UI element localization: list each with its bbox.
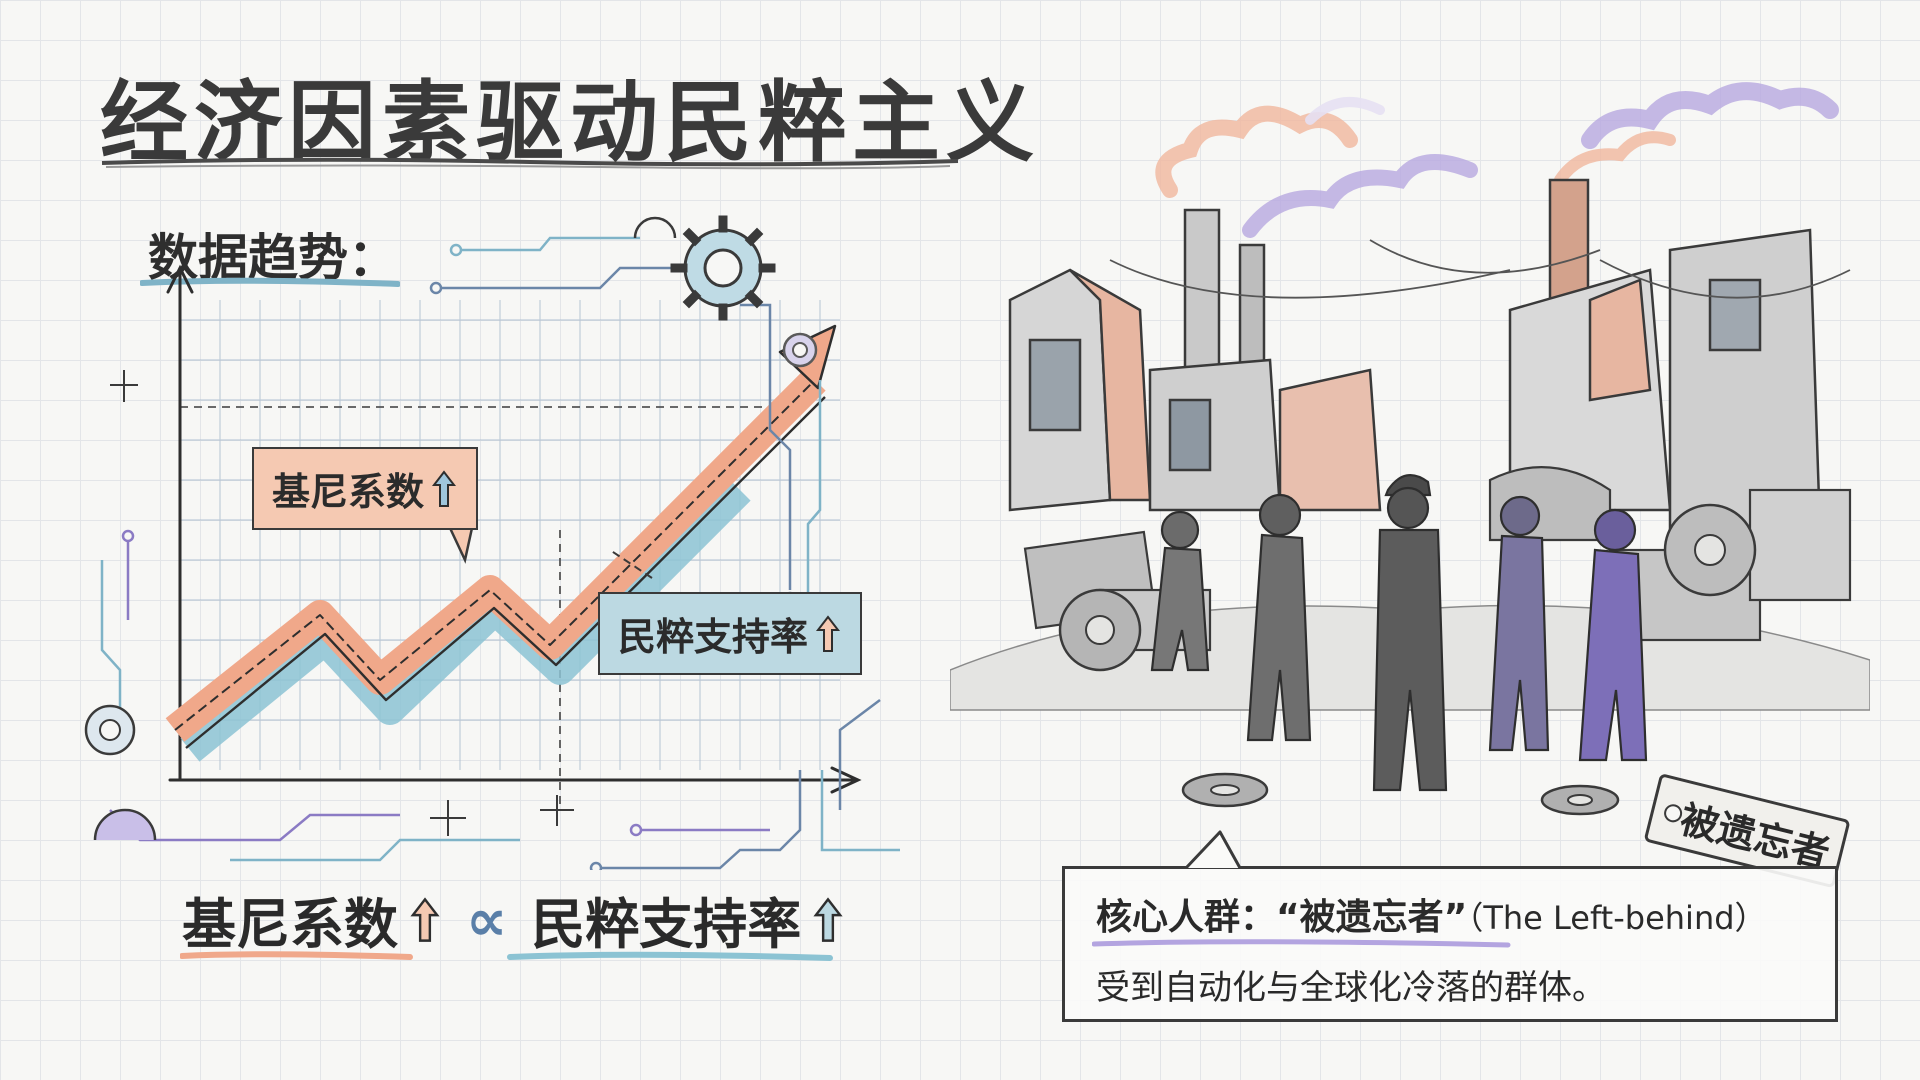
worker-figures bbox=[1150, 474, 1648, 792]
circuit-decoration bbox=[100, 236, 900, 870]
info-box-pointer bbox=[1184, 830, 1242, 870]
gear-icon bbox=[1540, 784, 1620, 816]
worker bbox=[1246, 493, 1312, 742]
worker bbox=[1372, 474, 1448, 792]
title-underline bbox=[101, 157, 959, 170]
info-heading-cn: 核心人群：“被遗忘者” bbox=[1096, 897, 1468, 938]
arrow-up-icon bbox=[431, 469, 457, 507]
power-wires bbox=[1109, 239, 1851, 299]
subtitle-underline bbox=[140, 277, 400, 287]
proportional-icon: ∝ bbox=[466, 885, 508, 954]
gear-icon bbox=[1181, 772, 1269, 808]
factory-illustration bbox=[950, 82, 1870, 816]
page-title: 经济因素驱动民粹主义 bbox=[100, 71, 1041, 174]
chart-grid bbox=[180, 300, 840, 770]
gear-icon bbox=[93, 808, 157, 841]
gini-callout-pointer bbox=[448, 527, 474, 564]
arrow-up-icon bbox=[410, 896, 440, 942]
arrow-up-icon bbox=[813, 896, 843, 942]
callout-support: 民粹支持率 bbox=[598, 592, 863, 675]
formula-left: 基尼系数 bbox=[182, 893, 398, 956]
gear-icon bbox=[1058, 588, 1142, 672]
formula-underline bbox=[180, 951, 833, 961]
section-subtitle: 数据趋势： bbox=[148, 229, 398, 287]
gear-icon bbox=[1663, 503, 1757, 597]
gear-icon bbox=[670, 215, 776, 321]
worker bbox=[1578, 508, 1648, 762]
arrow-up-icon bbox=[815, 614, 841, 652]
crosshair-icon bbox=[110, 370, 574, 836]
info-heading-underline bbox=[1092, 939, 1511, 948]
support-callout-pointer bbox=[609, 549, 653, 579]
gear-icon bbox=[633, 216, 677, 239]
formula-right: 民粹支持率 bbox=[531, 893, 802, 956]
worker bbox=[1488, 495, 1550, 752]
gear-icon bbox=[782, 332, 818, 368]
info-heading-en: （The Left-behind） bbox=[1467, 899, 1767, 937]
info-description: 受到自动化与全球化冷落的群体。 bbox=[1096, 968, 1606, 1008]
callout-gini-label: 基尼系数 bbox=[272, 470, 425, 514]
chart-axes bbox=[166, 264, 862, 794]
worker bbox=[1150, 510, 1210, 672]
gear-icon bbox=[84, 704, 136, 756]
callout-support-label: 民粹支持率 bbox=[618, 615, 809, 659]
smoke-clouds bbox=[1155, 82, 1839, 238]
info-heading: 核心人群：“被遗忘者”（The Left-behind） bbox=[1096, 888, 1767, 940]
relation-formula: 基尼系数 ∝ 民粹支持率 bbox=[182, 880, 845, 959]
trend-chart bbox=[84, 215, 900, 870]
callout-gini: 基尼系数 bbox=[252, 447, 479, 530]
support-trend-band bbox=[180, 479, 751, 762]
